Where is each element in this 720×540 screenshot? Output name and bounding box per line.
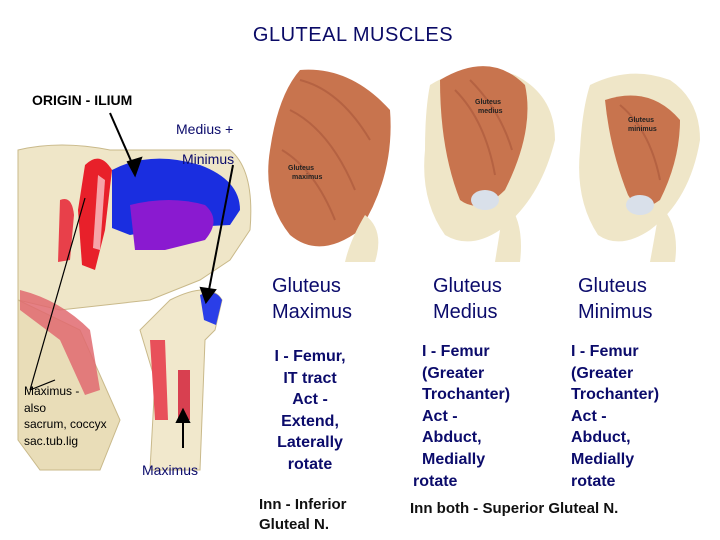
name-line: Medius [433,301,498,323]
detail-line: Extend, [281,412,339,430]
detail-line: Act - [292,391,328,409]
detail-line: (Greater [422,364,485,382]
innervation-maximus: Inn - Inferior Gluteal N. [259,495,399,535]
detail-line: Act - [571,407,607,425]
name-line: Gluteus [578,275,647,297]
detail-line: Trochanter) [422,386,511,404]
minimus-origin-region [130,200,214,250]
detail-line: Medially [422,450,486,468]
name-line: Gluteus [433,275,502,297]
detail-line: I - Femur, [274,348,346,365]
detail-line: rotate [287,455,333,473]
photo-label-minimus-1: Gluteus [628,117,654,124]
detail-line: Abduct, [571,429,631,447]
maximus-also-line: sacrum, coccyx [24,417,107,431]
detail-gluteus-maximus: I - Femur, IT tract Act - Extend, Latera… [254,346,366,476]
name-gluteus-maximus: Gluteus Maximus [272,273,352,325]
detail-gluteus-minimus: I - Femur (Greater Trochanter) Act - Abd… [571,341,681,492]
photo-label-minimus-2: minimus [628,126,657,133]
name-gluteus-medius: Gluteus Medius [433,273,502,325]
photo-label-maximus-1: Gluteus [288,165,314,172]
name-line: Maximus [272,301,353,323]
maximus-also-line: sac.tub.lig [24,433,79,448]
detail-line: Laterally [277,434,343,452]
innervation-line: Gluteal N. [259,516,330,533]
label-maximus-also: Maximus - also sacrum, coccyx sac.tub.li… [24,383,107,449]
pointer-arrows [29,112,234,448]
detail-line: Medially [571,450,635,468]
detail-line: I - Femur [422,343,490,360]
innervation-line: Inn - Inferior [259,496,347,513]
page-title: GLUTEAL MUSCLES [252,24,454,46]
name-gluteus-minimus: Gluteus Minimus [578,273,652,325]
detail-gluteus-medius: I - Femur (Greater Trochanter) Act - Abd… [413,341,535,492]
detail-line: (Greater [571,364,634,382]
label-medius-plus: Medius + [176,121,234,137]
label-origin-ilium: ORIGIN - ILIUM [32,92,133,108]
photo-gluteus-maximus [255,66,397,262]
innervation-shared: Inn both - Superior Gluteal N. [410,500,619,517]
photo-label-medius-1: Gluteus [475,99,501,106]
photo-label-medius-2: medius [478,108,503,115]
detail-line: Abduct, [422,429,482,447]
detail-line: rotate [571,472,616,490]
label-minimus: Minimus [182,151,235,167]
label-maximus-arrow: Maximus [142,462,199,478]
name-line: Gluteus [272,275,341,297]
photo-label-maximus-2: maximus [292,174,322,181]
maximus-also-line: Maximus - [24,384,80,398]
detail-line: I - Femur [571,343,639,360]
detail-line: rotate [413,472,458,490]
photo-gluteus-minimus [579,73,700,262]
detail-line: Trochanter) [571,386,660,404]
name-line: Minimus [578,301,653,323]
maximus-also-line: also [24,400,47,415]
detail-line: IT tract [283,369,337,387]
photo-gluteus-medius [424,66,555,262]
detail-line: Act - [422,407,458,425]
